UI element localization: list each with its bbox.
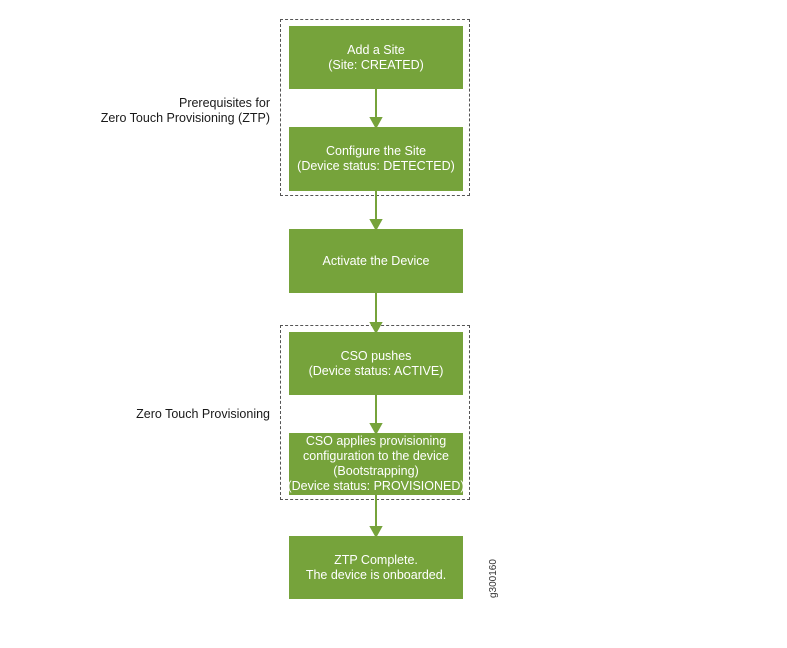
step-configure-site-line-1: Configure the Site bbox=[325, 144, 427, 158]
prerequisites-label-line-1: Prerequisites for bbox=[178, 96, 270, 110]
step-cso-pushes-line-1: CSO pushes bbox=[340, 348, 412, 363]
step-cso-applies-line-1: CSO applies provisioning bbox=[305, 434, 447, 448]
step-activate-device-line-1: Activate the Device bbox=[322, 253, 430, 268]
prerequisites-label: Prerequisites for Zero Touch Provisionin… bbox=[101, 96, 270, 126]
arrowhead-activate-to-pushes bbox=[369, 322, 383, 335]
step-configure-site-line-2: (Device status: DETECTED) bbox=[297, 159, 455, 173]
step-cso-applies-line-3: (Bootstrapping) bbox=[333, 464, 419, 478]
step-add-site: Add a Site (Site: CREATED) bbox=[289, 26, 463, 89]
step-cso-pushes-line-2: (Device status: ACTIVE) bbox=[308, 363, 444, 378]
step-activate-device: Activate the Device bbox=[289, 229, 463, 293]
step-cso-applies-line-4: (Device status: PROVISIONED) bbox=[287, 479, 465, 493]
ztp-label-line-1: Zero Touch Provisioning bbox=[136, 407, 270, 421]
step-configure-site: Configure the Site (Device status: DETEC… bbox=[289, 127, 463, 191]
step-ztp-complete: ZTP Complete. The device is onboarded. bbox=[289, 536, 463, 599]
step-add-site-line-1: Add a Site bbox=[347, 42, 405, 57]
step-cso-pushes: CSO pushes (Device status: ACTIVE) bbox=[289, 332, 463, 395]
step-ztp-complete-line-2: The device is onboarded. bbox=[305, 567, 447, 582]
arrowhead-configure-to-activate bbox=[369, 219, 383, 232]
arrowhead-applies-to-complete bbox=[369, 526, 383, 539]
step-cso-applies: CSO applies provisioning configuration t… bbox=[287, 433, 465, 495]
step-ztp-complete-line-1: ZTP Complete. bbox=[334, 552, 418, 567]
prerequisites-label-line-2: Zero Touch Provisioning (ZTP) bbox=[100, 111, 270, 125]
ztp-label: Zero Touch Provisioning bbox=[136, 407, 270, 422]
step-add-site-line-2: (Site: CREATED) bbox=[328, 57, 424, 72]
figure-id: g300160 bbox=[488, 559, 499, 598]
arrowhead-pushes-to-applies bbox=[369, 423, 383, 436]
arrowhead-add-to-configure bbox=[369, 117, 383, 130]
step-cso-applies-line-2: configuration to the device bbox=[303, 449, 449, 463]
